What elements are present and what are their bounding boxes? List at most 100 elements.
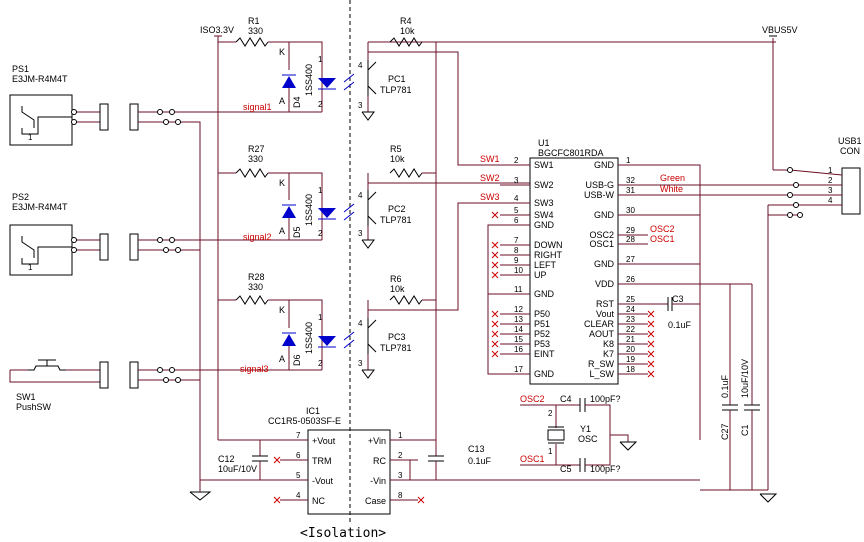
pushsw-contact <box>28 365 66 371</box>
r27-resistor <box>235 168 269 178</box>
ps1-internal <box>21 116 72 135</box>
connector-terminal <box>71 247 77 253</box>
pc3-arrow-b <box>343 339 355 349</box>
r5-resistor <box>389 168 423 178</box>
c1-value: 10uF/10V <box>740 359 750 398</box>
ps2-body <box>9 224 73 276</box>
iso-power-label: ISO3.3V <box>200 25 234 35</box>
u1-pin-number: 16 <box>514 345 523 354</box>
u1-pin-name: GND <box>534 220 555 230</box>
u1-pin-number: 24 <box>626 305 635 314</box>
u1-nc-mark <box>491 310 499 318</box>
usb-pin3: 3 <box>828 186 833 195</box>
pc2-pin4: 4 <box>358 191 363 200</box>
ps2-internal <box>21 246 72 265</box>
pc3-pin4: 4 <box>358 319 363 328</box>
signal2-label: signal2 <box>243 232 272 242</box>
ps1-part: E3JM-R4M4T <box>12 74 68 84</box>
connector-terminal <box>175 377 181 383</box>
connector-terminal <box>787 167 793 173</box>
r28-resistor <box>235 295 269 305</box>
ic1-ref: IC1 <box>306 406 320 416</box>
u1-pin-name: UP <box>534 270 547 280</box>
pc1-led <box>318 78 336 88</box>
pc3-part: TLP781 <box>380 343 412 353</box>
u1-pin-number: 4 <box>514 194 519 203</box>
u1-pin-name: RIGHT <box>534 250 563 260</box>
u1-pin-name: K8 <box>603 339 614 349</box>
c5-value: 100pF? <box>590 464 621 474</box>
u1-pin-name: SW4 <box>534 210 554 220</box>
ic1-pin-number: 5 <box>296 471 301 480</box>
ic1-nc-mark <box>273 496 281 504</box>
pushsw-ref: SW1 <box>16 392 36 402</box>
usb-pin1: 1 <box>828 166 833 175</box>
u1-nc-mark <box>491 251 499 259</box>
u1-pin-name: P53 <box>534 339 550 349</box>
ps1-ref: PS1 <box>12 64 29 74</box>
iso-gnd-symbol <box>189 491 212 501</box>
r1-ref: R1 <box>248 16 260 26</box>
isolation-label: <Isolation> <box>300 526 386 541</box>
u1-nc-mark <box>647 330 655 338</box>
ic1-pin-name: +Vin <box>368 436 386 446</box>
connector-terminal <box>157 237 163 243</box>
u1-pin-name: SW3 <box>534 198 554 208</box>
u1-nc-mark <box>491 320 499 328</box>
u1-pin-name: EINT <box>534 349 555 359</box>
pushsw-connector-a <box>99 361 109 389</box>
pc1-part: TLP781 <box>380 85 412 95</box>
u1-pin-name: OSC1 <box>589 239 614 249</box>
ic1-part: CC1R5-0503SF-E <box>268 416 341 426</box>
u1-pin-name: R_SW <box>588 359 615 369</box>
pushsw-connector-b <box>129 361 139 389</box>
u1-pin-number: 1 <box>626 156 631 165</box>
ic1-pin-number: 6 <box>296 451 301 460</box>
pc1-emitter <box>367 85 377 95</box>
u1-gnd-left <box>487 224 530 375</box>
u1-pin-name: CLEAR <box>584 319 615 329</box>
d5-part: 1SS400 <box>304 194 314 226</box>
pc2-collector <box>367 191 377 201</box>
u1-nc-mark <box>491 340 499 348</box>
ic1-pin-number: 7 <box>296 431 301 440</box>
c4-value: 100pF? <box>590 394 621 404</box>
pc2-emitter <box>367 215 377 225</box>
u1-pin-number: 8 <box>514 246 519 255</box>
usb-body <box>841 167 861 215</box>
pc3-pin3: 3 <box>358 359 363 368</box>
c1-ref: C1 <box>740 424 750 436</box>
osc1-net: OSC1 <box>650 234 675 244</box>
u1-pin-name: OSC2 <box>589 230 614 240</box>
pc2-led <box>318 208 336 218</box>
u1-nc-mark <box>491 271 499 279</box>
usb-pin2: 2 <box>828 176 833 185</box>
osc-gnd-symbol <box>619 441 638 451</box>
u1-pin-number: 7 <box>514 236 519 245</box>
u1-pin-number: 32 <box>626 176 635 185</box>
connector-terminal <box>71 237 77 243</box>
connector-terminal <box>797 212 803 218</box>
iso-rail-top <box>214 35 222 38</box>
ic1-pin-name: NC <box>312 496 325 506</box>
u1-pin-number: 13 <box>514 315 523 324</box>
u1-pin-name: LEFT <box>534 260 557 270</box>
r1-resistor <box>235 37 269 47</box>
u1-pin-name: GND <box>534 289 555 299</box>
u1-pin-number: 18 <box>626 365 635 374</box>
ic1-pin-number: 2 <box>398 451 403 460</box>
pc2-arrow-b <box>343 211 355 221</box>
u1-pin-name: Vout <box>596 309 615 319</box>
u1-pin-number: 25 <box>626 295 635 304</box>
connector-terminal <box>169 367 175 373</box>
ic1-pin-name: RC <box>373 456 386 466</box>
u1-nc-mark <box>647 370 655 378</box>
signal3-label: signal3 <box>240 364 269 374</box>
u1-pin-number: 2 <box>514 156 519 165</box>
c13-ref: C13 <box>468 444 485 454</box>
ps1-pin1: 1 <box>28 133 33 142</box>
d4-ref: D4 <box>292 96 302 108</box>
pc1-pin3: 3 <box>358 101 363 110</box>
ch1-out-wire <box>368 51 530 166</box>
